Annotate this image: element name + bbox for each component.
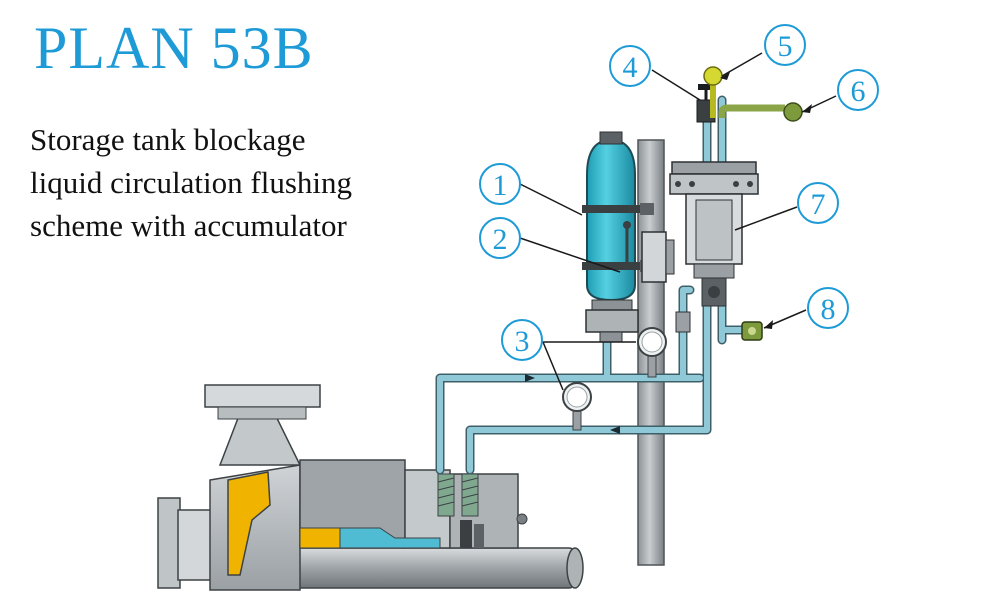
callout-3: 3 (515, 325, 530, 358)
callout-6: 6 (851, 75, 866, 108)
diagram-title: PLAN 53B (34, 15, 314, 81)
callout-4: 4 (623, 51, 638, 84)
subtitle-line: Storage tank blockage (30, 122, 306, 157)
callout-5: 5 (778, 30, 793, 63)
yellow-ball-valve (703, 66, 723, 118)
callout-1: 1 (493, 169, 508, 202)
subtitle-line: scheme with accumulator (30, 208, 347, 243)
callout-8: 8 (821, 293, 836, 326)
pressure-gauge-upper (637, 327, 667, 378)
bladder-accumulator (582, 131, 691, 343)
subtitle-line: liquid circulation flushing (30, 165, 353, 200)
callout-2: 2 (493, 223, 508, 256)
seal-cooler (669, 161, 759, 307)
callouts: 1 2 3 4 5 6 7 8 (479, 24, 879, 391)
pressure-gauge-lower (562, 382, 592, 431)
pump-assembly (157, 384, 584, 591)
callout-7: 7 (811, 188, 826, 221)
diagram-subtitle: Storage tank blockage liquid circulation… (30, 118, 470, 247)
pressure-transmitter (741, 321, 763, 341)
green-ball-valve (718, 102, 803, 122)
